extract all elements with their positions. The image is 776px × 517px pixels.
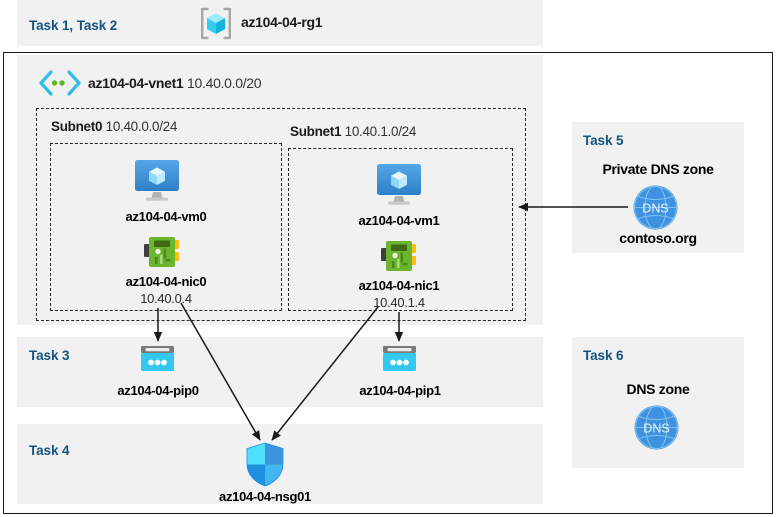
- public-ip-address-icon: [140, 345, 175, 373]
- subnet0-box: [50, 143, 282, 311]
- subnet1-name: Subnet1: [290, 124, 342, 139]
- vnet-title: az104-04-vnet1 10.40.0.0/20: [88, 75, 262, 91]
- dns-zone-title: DNS zone: [626, 381, 690, 397]
- task-label-5: Task 5: [583, 133, 624, 148]
- subnet0-title: Subnet0 10.40.0.0/24: [51, 119, 177, 134]
- nsg-name: az104-04-nsg01: [219, 489, 311, 504]
- dns-zone-icon: DNS: [633, 404, 680, 451]
- nic1-ip: 10.40.1.4: [373, 295, 425, 310]
- network-interface-icon: [143, 235, 181, 271]
- private-dns-zone-title: Private DNS zone: [602, 161, 714, 177]
- private-dns-zone-name: contoso.org: [619, 230, 697, 246]
- resource-group-name: az104-04-rg1: [241, 14, 323, 30]
- nic0-ip: 10.40.0.4: [140, 291, 192, 306]
- task-label-1-2: Task 1, Task 2: [29, 18, 118, 33]
- dns-icon-text: DNS: [642, 202, 668, 216]
- virtual-network-icon: [38, 70, 82, 96]
- vm0-name: az104-04-vm0: [125, 209, 207, 224]
- nic0-name: az104-04-nic0: [125, 274, 207, 289]
- task-label-4: Task 4: [29, 443, 70, 458]
- resource-group-icon: [199, 7, 233, 40]
- dns-zone-icon: DNS: [632, 184, 679, 231]
- vnet-address-space: 10.40.0.0/20: [187, 75, 262, 91]
- subnet0-cidr: 10.40.0.0/24: [105, 119, 178, 134]
- network-interface-icon: [380, 239, 418, 275]
- dns-icon-text: DNS: [643, 422, 669, 436]
- vm1-name: az104-04-vm1: [358, 213, 440, 228]
- task-label-6: Task 6: [583, 348, 624, 363]
- vnet-panel: [17, 55, 543, 325]
- pip0-name: az104-04-pip0: [117, 383, 199, 398]
- virtual-machine-icon: [131, 159, 183, 205]
- network-security-group-icon: [245, 442, 285, 487]
- subnet1-title: Subnet1 10.40.1.0/24: [290, 124, 416, 139]
- task-label-3: Task 3: [29, 348, 70, 363]
- public-ip-address-icon: [382, 345, 417, 373]
- vnet-name: az104-04-vnet1: [88, 75, 184, 91]
- resource-group-header-panel: [17, 0, 543, 46]
- subnet1-cidr: 10.40.1.0/24: [344, 124, 417, 139]
- virtual-machine-icon: [373, 163, 425, 209]
- pip1-name: az104-04-pip1: [359, 383, 441, 398]
- subnet0-name: Subnet0: [51, 119, 103, 134]
- subnet1-box: [288, 148, 513, 311]
- nic1-name: az104-04-nic1: [358, 278, 440, 293]
